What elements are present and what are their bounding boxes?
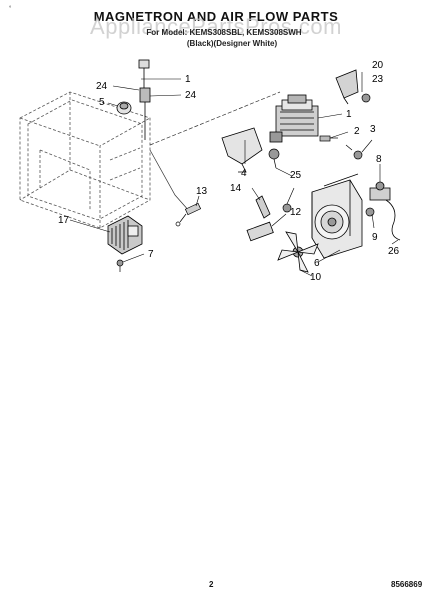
callout-25: 1 — [185, 74, 191, 85]
callout-26: 26 — [388, 246, 400, 257]
model-line: For Model: KEMS308SBL, KEMS308SWH — [146, 28, 302, 37]
part-13-thermal-fuse — [175, 202, 202, 227]
callout-10: 10 — [310, 272, 322, 283]
part-24-screw-mid — [268, 148, 280, 169]
callout-2: 2 — [354, 126, 360, 137]
part-1-magnetron — [269, 94, 319, 143]
part-5-clip — [116, 101, 132, 115]
callout-labels: 1 24 24 5 1 2 3 4 25 14 13 12 17 7 6 10 … — [58, 60, 400, 283]
part-26-wire — [385, 199, 401, 241]
part-3-screw — [345, 144, 363, 160]
part-6-fan-housing — [311, 173, 363, 259]
part-12-capacitor — [246, 221, 274, 242]
part-9-screw — [365, 207, 375, 217]
part-10-fan-blade — [277, 231, 319, 273]
part-4-air-guide — [221, 127, 263, 173]
part-14-clip — [255, 195, 271, 219]
cabinet-outline — [19, 91, 151, 229]
callout-3: 3 — [370, 124, 376, 135]
part-20-screw — [361, 93, 371, 103]
watermark: AppliancePartsPros.com — [90, 14, 342, 39]
callout-24-mid: 25 — [290, 170, 302, 181]
callout-23: 24 — [185, 90, 197, 101]
diagram-title: MAGNETRON AND AIR FLOW PARTS — [93, 9, 339, 24]
callout-8: 8 — [376, 154, 382, 165]
part-8-sensor — [369, 181, 391, 201]
corner-mark: ° — [9, 6, 12, 12]
callout-9: 9 — [372, 232, 378, 243]
page-number: 2 — [209, 580, 214, 589]
callout-4: 4 — [241, 168, 247, 179]
callout-19: 20 — [372, 60, 384, 71]
callout-6: 6 — [314, 258, 320, 269]
document-number: 8566869 — [391, 580, 423, 589]
part-17-transformer — [107, 215, 143, 255]
callout-13: 13 — [196, 186, 208, 197]
callout-17: 17 — [58, 215, 70, 226]
callout-12: 12 — [290, 207, 302, 218]
part-19-bracket — [335, 69, 359, 105]
wire-harness — [149, 91, 281, 213]
leader-lines — [69, 72, 399, 277]
part-thermal-cutout-group — [138, 59, 151, 140]
color-line: (Black)(Designer White) — [186, 39, 278, 48]
part-7-screw — [116, 259, 124, 272]
callout-7: 7 — [148, 249, 154, 260]
callout-24-top: 24 — [96, 81, 108, 92]
callout-1: 1 — [346, 109, 352, 120]
callout-20: 23 — [372, 74, 384, 85]
callout-5: 5 — [99, 97, 105, 108]
part-2-screw — [319, 135, 338, 142]
callout-14: 14 — [230, 183, 242, 194]
